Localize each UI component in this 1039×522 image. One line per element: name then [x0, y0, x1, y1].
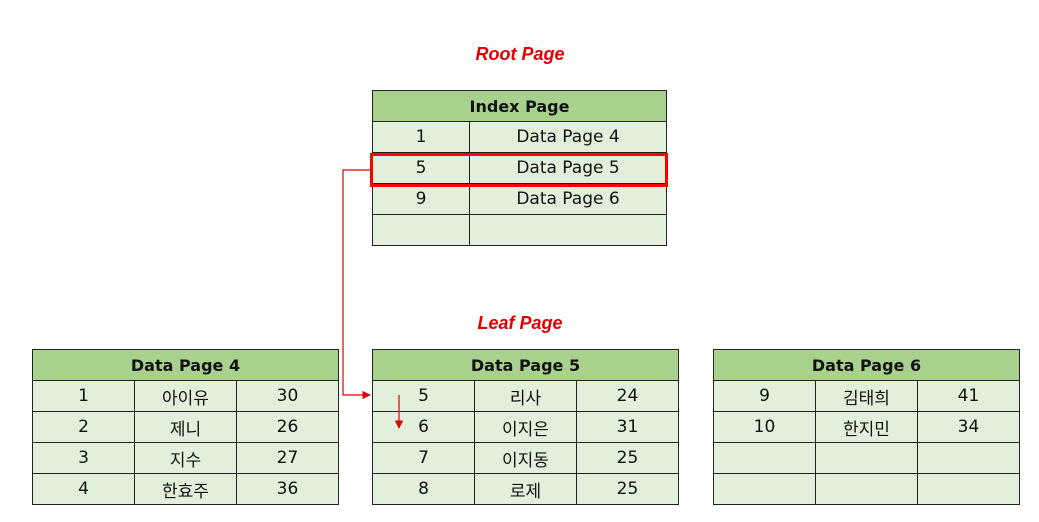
row-id — [713, 473, 816, 505]
row-age: 25 — [576, 473, 679, 505]
index-page-title: Index Page — [372, 90, 667, 122]
index-row — [372, 214, 667, 246]
data-page-title: Data Page 4 — [32, 349, 339, 381]
index-row: 9 Data Page 6 — [372, 183, 667, 215]
index-pointer: Data Page 5 — [469, 152, 667, 184]
index-pointer — [469, 214, 667, 246]
row-age: 41 — [917, 380, 1020, 412]
table-row: 2 제니 26 — [32, 411, 339, 443]
row-id: 10 — [713, 411, 816, 443]
row-id: 5 — [372, 380, 475, 412]
table-row: 5 리사 24 — [372, 380, 679, 412]
row-age: 24 — [576, 380, 679, 412]
table-row: 10 한지민 34 — [713, 411, 1020, 443]
index-key: 5 — [372, 152, 470, 184]
table-row: 1 아이유 30 — [32, 380, 339, 412]
row-age: 36 — [236, 473, 339, 505]
row-age: 30 — [236, 380, 339, 412]
row-age: 34 — [917, 411, 1020, 443]
index-key — [372, 214, 470, 246]
row-name: 한지민 — [815, 411, 918, 443]
table-row: 6 이지은 31 — [372, 411, 679, 443]
data-page-title: Data Page 5 — [372, 349, 679, 381]
table-row: 8 로제 25 — [372, 473, 679, 505]
index-pointer: Data Page 6 — [469, 183, 667, 215]
table-row: 4 한효주 36 — [32, 473, 339, 505]
row-name: 제니 — [134, 411, 237, 443]
row-age — [917, 473, 1020, 505]
row-name: 아이유 — [134, 380, 237, 412]
leaf-page-label: Leaf Page — [477, 313, 563, 333]
row-age: 27 — [236, 442, 339, 474]
row-id — [713, 442, 816, 474]
index-row: 5 Data Page 5 — [372, 152, 667, 184]
data-page-4-table: Data Page 4 1 아이유 30 2 제니 26 3 지수 27 4 한… — [32, 349, 339, 505]
row-id: 2 — [32, 411, 135, 443]
row-id: 1 — [32, 380, 135, 412]
row-id: 4 — [32, 473, 135, 505]
data-page-6-table: Data Page 6 9 김태희 41 10 한지민 34 — [713, 349, 1020, 505]
index-page-table: Index Page 1 Data Page 4 5 Data Page 5 9… — [372, 90, 667, 246]
row-age: 26 — [236, 411, 339, 443]
row-id: 8 — [372, 473, 475, 505]
data-page-5-table: Data Page 5 5 리사 24 6 이지은 31 7 이지동 25 8 … — [372, 349, 679, 505]
root-page-label: Root Page — [475, 44, 565, 64]
index-row: 1 Data Page 4 — [372, 121, 667, 153]
row-name: 이지은 — [474, 411, 577, 443]
index-pointer: Data Page 4 — [469, 121, 667, 153]
table-row: 7 이지동 25 — [372, 442, 679, 474]
row-age: 25 — [576, 442, 679, 474]
index-key: 1 — [372, 121, 470, 153]
row-name — [815, 442, 918, 474]
table-row — [713, 473, 1020, 505]
row-age: 31 — [576, 411, 679, 443]
row-name: 로제 — [474, 473, 577, 505]
row-name: 이지동 — [474, 442, 577, 474]
row-name: 지수 — [134, 442, 237, 474]
data-page-title: Data Page 6 — [713, 349, 1020, 381]
row-name — [815, 473, 918, 505]
row-name: 리사 — [474, 380, 577, 412]
table-row: 3 지수 27 — [32, 442, 339, 474]
index-to-leaf-arrow — [342, 169, 371, 400]
row-id: 9 — [713, 380, 816, 412]
